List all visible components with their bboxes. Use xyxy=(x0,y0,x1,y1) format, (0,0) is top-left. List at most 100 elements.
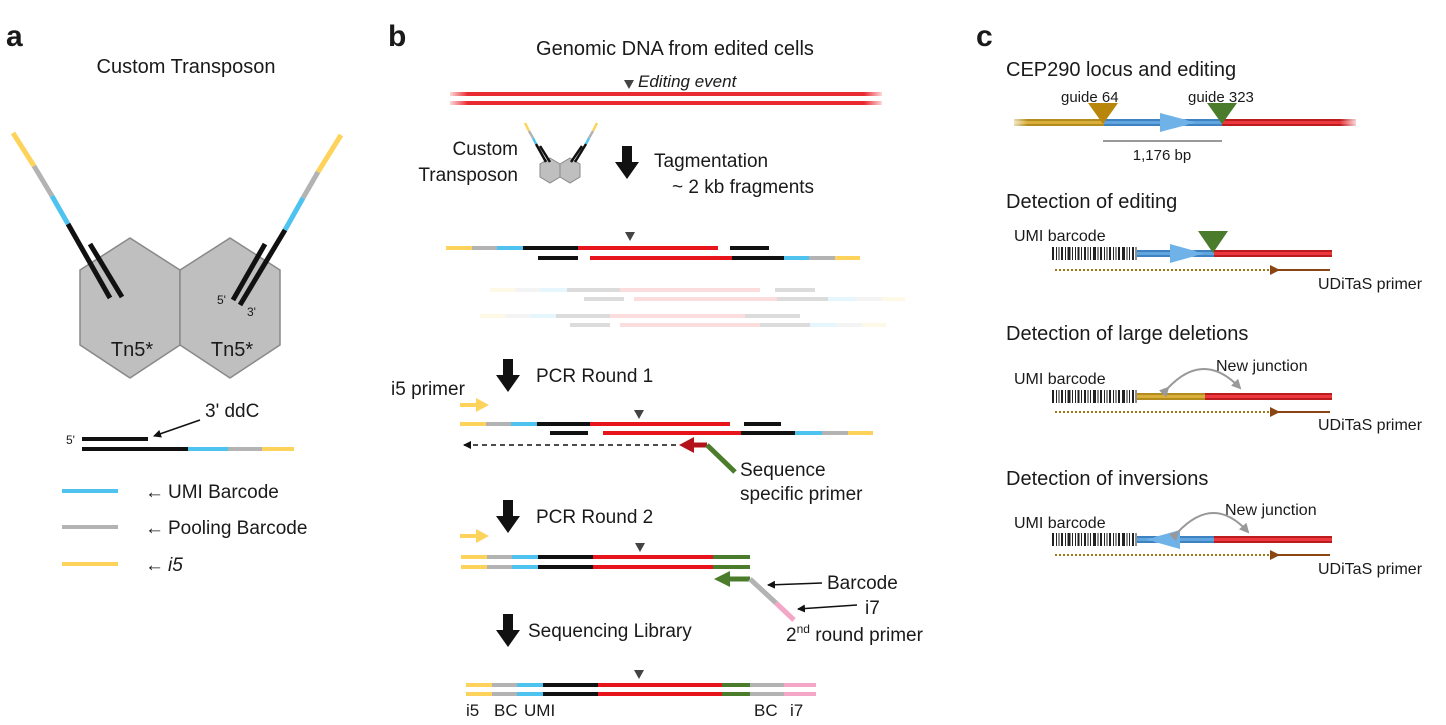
barcode-stripe xyxy=(1065,247,1066,260)
barcode-stripe xyxy=(1052,247,1054,260)
section-deletions-umi-label: UMI barcode xyxy=(1014,371,1106,388)
tn5-hexagon-right xyxy=(179,237,281,379)
barcode-stripe xyxy=(1115,533,1117,546)
barcode-stripe xyxy=(1081,247,1082,260)
step-arrow-tagmentation xyxy=(615,146,639,179)
sequence-specific-primer xyxy=(679,437,737,474)
barcode-stripe xyxy=(1122,533,1125,546)
cep290-locus xyxy=(1008,113,1360,132)
transposon-arm-right xyxy=(230,133,344,307)
end-5prime-label: 5' xyxy=(217,293,226,307)
legend-label-i5: i5 xyxy=(168,555,183,576)
barcode-stripe xyxy=(1090,247,1091,260)
strand-5prime-label: 5' xyxy=(66,433,75,447)
barcode-stripe xyxy=(1077,390,1080,403)
library-label-bc-left: BC xyxy=(494,701,518,720)
section-editing: Detection of editing UMI barcode UDiTaS … xyxy=(1006,191,1423,293)
barcode-stripe xyxy=(1109,247,1111,260)
umi-barcode-stripes xyxy=(1052,533,1137,546)
guide-323-label: guide 323 xyxy=(1188,89,1254,106)
barcode-stripe xyxy=(1075,390,1076,403)
legend: ← UMI Barcode ← Pooling Barcode ← i5 xyxy=(62,482,307,576)
section-inversions-junction-label: New junction xyxy=(1225,502,1317,519)
barcode-stripe xyxy=(1075,533,1076,546)
second-round-primer xyxy=(714,571,796,622)
barcode-stripe xyxy=(1084,533,1086,546)
barcode-stripe xyxy=(1104,390,1105,403)
step-arrow-library xyxy=(496,614,520,647)
panel-a-title: Custom Transposon xyxy=(97,56,276,78)
pcr1-fragment xyxy=(460,422,873,435)
barcode-stripe xyxy=(1135,390,1137,403)
editing-event-marker xyxy=(624,80,634,89)
transposon-arm-left xyxy=(10,131,125,300)
section-inversions-primer-label: UDiTaS primer xyxy=(1318,561,1423,578)
panel-c-letter: c xyxy=(976,20,993,53)
barcode-stripe xyxy=(1072,390,1073,403)
barcode-stripe xyxy=(1056,247,1057,260)
barcode-stripe xyxy=(1058,247,1060,260)
panel-b-title: Genomic DNA from edited cells xyxy=(536,38,814,60)
new-junction-arrow xyxy=(1158,368,1242,398)
section-deletions-title: Detection of large deletions xyxy=(1006,323,1248,345)
barcode-stripe xyxy=(1081,533,1082,546)
sequence-specific-label-2: specific primer xyxy=(740,484,863,505)
barcode-stripe xyxy=(1077,533,1080,546)
barcode-stripe xyxy=(1100,533,1102,546)
section-inversions-umi-label: UMI barcode xyxy=(1014,515,1106,532)
step-pcr2-label: PCR Round 2 xyxy=(536,507,653,528)
barcode-stripe xyxy=(1087,247,1089,260)
barcode-stripe xyxy=(1097,390,1099,403)
section-editing-umi-label: UMI barcode xyxy=(1014,228,1106,245)
section-deletions: Detection of large deletions UMI barcode… xyxy=(1006,323,1423,434)
distance-label: 1,176 bp xyxy=(1133,147,1191,164)
barcode-stripe xyxy=(1132,390,1134,403)
panel-b-letter: b xyxy=(388,20,406,53)
i5-primer-label: i5 primer xyxy=(391,379,466,400)
barcode-stripe xyxy=(1072,247,1073,260)
transposon-duplex xyxy=(82,437,294,451)
barcode-stripe xyxy=(1118,390,1120,403)
barcode-stripe xyxy=(1109,390,1111,403)
barcode-stripe xyxy=(1052,533,1054,546)
barcode-stripe xyxy=(1129,533,1130,546)
barcode-stripe xyxy=(1126,247,1128,260)
barcode-stripe xyxy=(1115,390,1117,403)
guide-64-marker xyxy=(1088,103,1118,124)
barcode-stripe xyxy=(1067,247,1071,260)
barcode-stripe xyxy=(1106,247,1108,260)
barcode-stripe xyxy=(1097,247,1099,260)
section-editing-title: Detection of editing xyxy=(1006,191,1177,213)
mini-transposon-icon xyxy=(523,122,599,184)
pcr2-fragment xyxy=(461,555,750,569)
umi-barcode-stripes xyxy=(1052,247,1137,260)
barcode-stripe xyxy=(1104,533,1105,546)
guide-64-label: guide 64 xyxy=(1061,89,1119,106)
deletion-strand xyxy=(1137,393,1332,400)
ddc-pointer-arrow xyxy=(153,419,201,438)
step-fragments-label: ~ 2 kb fragments xyxy=(672,177,814,198)
new-junction-arrow xyxy=(1168,512,1250,542)
barcode-stripe xyxy=(1087,390,1089,403)
barcode-stripe xyxy=(1113,247,1114,260)
panel-a: a Custom Transposon Tn5* Tn5* 5' 3' xyxy=(6,20,344,576)
barcode-stripe xyxy=(1100,247,1102,260)
barcode-stripe xyxy=(1129,247,1130,260)
section-deletions-junction-label: New junction xyxy=(1216,358,1308,375)
legend-arrow-pooling: ← xyxy=(145,518,164,539)
barcode-stripe xyxy=(1132,247,1134,260)
barcode-stripe xyxy=(1084,247,1086,260)
barcode-pointer-arrow xyxy=(767,580,823,589)
editing-event-label: Editing event xyxy=(638,72,738,91)
barcode-stripe xyxy=(1056,533,1057,546)
ddc-label: 3' ddC xyxy=(205,401,259,422)
barcode-stripe xyxy=(1106,533,1108,546)
section-editing-primer-label: UDiTaS primer xyxy=(1318,276,1423,293)
barcode-stripe xyxy=(1058,390,1060,403)
barcode-stripe xyxy=(1056,390,1057,403)
i7-pointer-arrow xyxy=(797,604,858,613)
barcode-stripe xyxy=(1135,247,1137,260)
barcode-stripe xyxy=(1113,390,1114,403)
